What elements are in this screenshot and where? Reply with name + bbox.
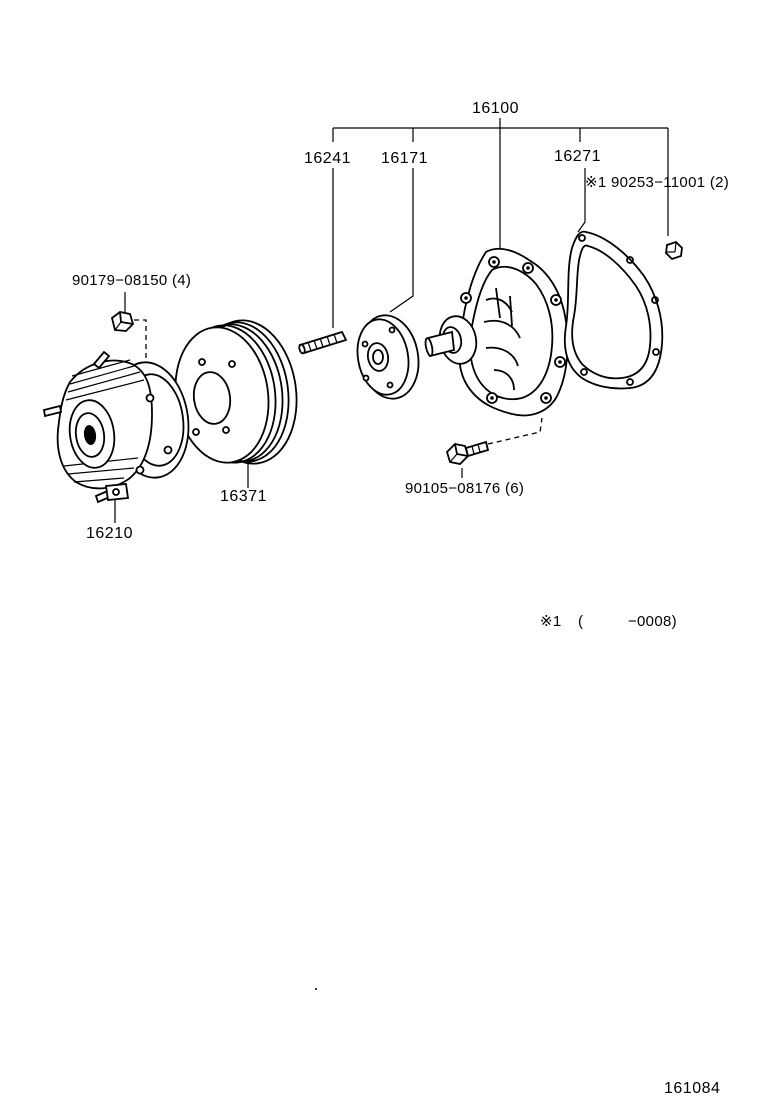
label-90253-11001: ※1 90253−11001 (2) bbox=[585, 174, 730, 191]
stud-part bbox=[298, 330, 348, 355]
bolt-part bbox=[445, 440, 490, 465]
flange-part bbox=[356, 314, 420, 400]
label-16171: 16171 bbox=[381, 150, 428, 167]
footnote-range: ( −0008) bbox=[578, 613, 677, 630]
stray-dot bbox=[315, 988, 317, 990]
plug-part bbox=[665, 240, 683, 261]
footnote-mark: ※1 bbox=[540, 613, 562, 630]
page-code: 161084 bbox=[664, 1080, 721, 1097]
label-16241: 16241 bbox=[304, 150, 351, 167]
label-16100: 16100 bbox=[472, 100, 519, 117]
pulley-part bbox=[174, 319, 298, 465]
label-90105-08176: 90105−08176 (6) bbox=[405, 480, 525, 497]
water-pump-part bbox=[424, 247, 569, 417]
gasket-part bbox=[563, 230, 664, 390]
label-90179-08150: 90179−08150 (4) bbox=[72, 272, 192, 289]
fan-clutch-part bbox=[42, 350, 190, 504]
label-16210: 16210 bbox=[86, 525, 133, 542]
label-16271: 16271 bbox=[554, 148, 601, 165]
nut-part bbox=[110, 311, 135, 332]
label-16371: 16371 bbox=[220, 488, 267, 505]
